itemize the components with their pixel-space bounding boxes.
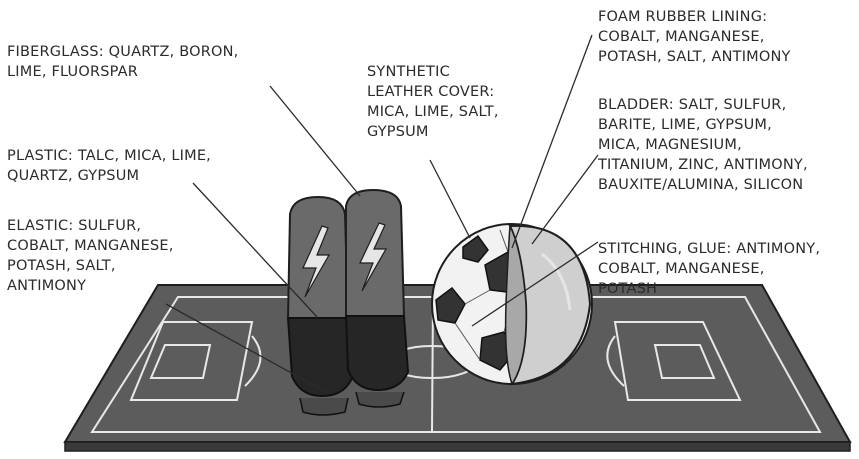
stitching-label: STITCHING, GLUE: ANTIMONY, COBALT, MANGA… [598, 239, 820, 299]
elastic-label: ELASTIC: SULFUR, COBALT, MANGANESE, POTA… [7, 216, 174, 296]
foam-rubber-label: FOAM RUBBER LINING: COBALT, MANGANESE, P… [598, 7, 791, 67]
soccer-ball [432, 224, 592, 384]
fiberglass-label: FIBERGLASS: QUARTZ, BORON, LIME, FLUORSP… [7, 42, 239, 82]
bladder-label: BLADDER: SALT, SULFUR, BARITE, LIME, GYP… [598, 95, 808, 195]
plastic-label: PLASTIC: TALC, MICA, LIME, QUARTZ, GYPSU… [7, 146, 211, 186]
synthetic-leather-label: SYNTHETIC LEATHER COVER: MICA, LIME, SAL… [367, 62, 499, 142]
